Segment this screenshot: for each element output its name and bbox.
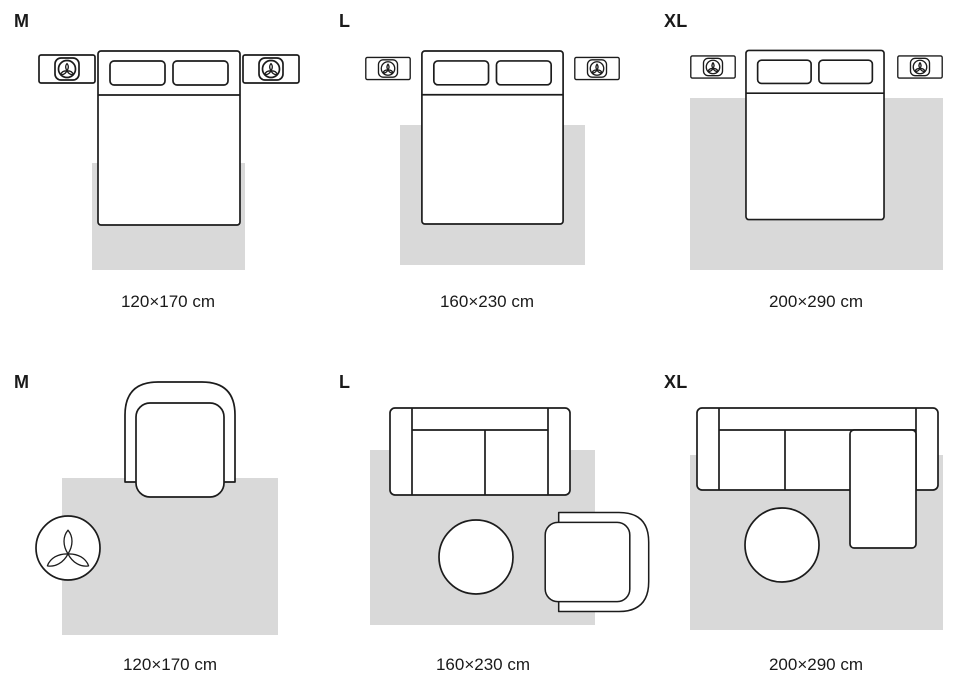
size-label-bedroom-m: M — [14, 11, 30, 31]
sofa-icon — [389, 407, 571, 496]
bedroom-scene-m — [0, 50, 325, 270]
bedroom-scene-xl — [690, 49, 943, 270]
bedroom-scene-l — [325, 50, 650, 265]
size-label-bedroom-l: L — [339, 11, 351, 31]
coffee-table-icon — [438, 519, 514, 595]
bed-icon — [745, 49, 885, 221]
living-scene-xl — [690, 407, 943, 630]
nightstand-icon — [39, 55, 95, 83]
dimensions-caption-living-m: 120×170 cm — [122, 655, 218, 674]
living-scene-l — [370, 407, 650, 625]
bed-icon — [421, 50, 564, 225]
size-label-living-l: L — [339, 372, 351, 392]
size-label-bedroom-xl: XL — [664, 11, 688, 31]
size-label-living-xl: XL — [664, 372, 688, 392]
armchair-icon — [544, 511, 650, 613]
armchair-icon — [124, 381, 236, 498]
nightstand-icon — [898, 56, 942, 78]
size-label-living-m: M — [14, 372, 30, 392]
nightstand-icon — [243, 55, 299, 83]
nightstand-icon — [366, 57, 410, 79]
dimensions-caption-living-l: 160×230 cm — [435, 655, 531, 674]
bed-icon — [97, 50, 241, 226]
dimensions-caption-bedroom-xl: 200×290 cm — [768, 292, 864, 311]
dimensions-caption-bedroom-l: 160×230 cm — [439, 292, 535, 311]
nightstand-icon — [691, 56, 735, 78]
nightstand-icon — [575, 57, 619, 79]
chaise-icon — [849, 429, 917, 549]
dimensions-caption-living-xl: 200×290 cm — [768, 655, 864, 674]
dimensions-caption-bedroom-m: 120×170 cm — [120, 292, 216, 311]
sectional-sofa-icon — [696, 407, 939, 549]
living-scene-m — [35, 381, 278, 635]
coffee-table-icon — [744, 507, 820, 583]
